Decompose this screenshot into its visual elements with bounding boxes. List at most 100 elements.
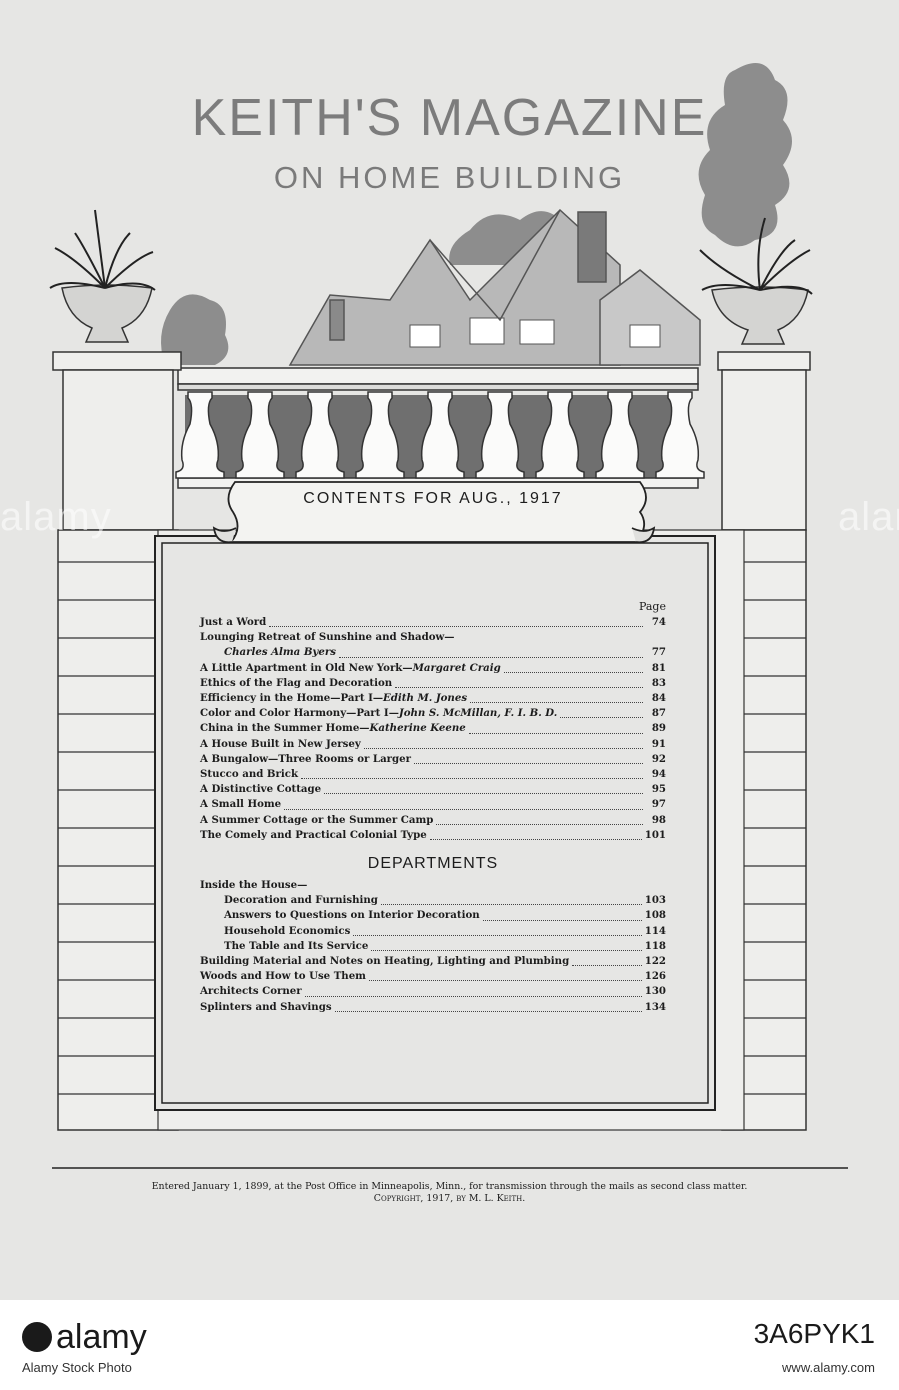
toc-entry-title: A Summer Cottage or the Summer Camp (200, 813, 434, 826)
department-entry-page: 118 (644, 939, 666, 952)
department-entry-title: Household Economics (224, 924, 351, 937)
stock-logo[interactable]: alamy (22, 1318, 147, 1357)
toc-entry: A Small Home 97 (200, 797, 666, 812)
toc-entry-page: 97 (651, 798, 666, 811)
stock-photo-bar (0, 1300, 899, 1390)
toc-entry-page: 77 (651, 646, 666, 659)
toc-entry: A Distinctive Cottage 95 (200, 782, 666, 797)
department-entry: Building Material and Notes on Heating, … (200, 954, 666, 969)
toc-entry: Lounging Retreat of Sunshine and Shadow— (200, 630, 666, 645)
toc-leader (353, 934, 642, 936)
contents-heading: CONTENTS FOR AUG., 1917 (303, 490, 563, 507)
magazine-title: KEITH'S MAGAZINE (191, 89, 708, 147)
toc-entry: Efficiency in the Home—Part I—Edith M. J… (200, 691, 666, 706)
cover-illustration (49, 62, 848, 1169)
toc-entry-page: 89 (651, 722, 666, 735)
toc-entry: Color and Color Harmony—Part I—John S. M… (200, 706, 666, 721)
department-list: Inside the House—Decoration and Furnishi… (200, 878, 666, 1015)
entry-note: Entered January 1, 1899, at the Post Off… (151, 1181, 748, 1192)
contents-banner-scroll (212, 481, 656, 544)
house-illustration (288, 208, 701, 366)
toc-leader (395, 687, 643, 689)
toc-entry-title: A Little Apartment in Old New York— (200, 661, 413, 674)
toc-entry-page: 92 (651, 752, 666, 765)
left-plant-icon (49, 209, 156, 291)
toc-leader (324, 793, 643, 795)
toc-entry-title: China in the Summer Home— (200, 722, 370, 735)
toc-leader (363, 747, 643, 749)
toc-leader (368, 980, 642, 982)
toc-leader (414, 763, 643, 765)
stock-url[interactable]: www.alamy.com (782, 1360, 875, 1375)
toc-entry: The Comely and Practical Colonial Type 10… (200, 828, 666, 843)
toc-entry-page: 87 (651, 707, 666, 720)
image-id: 3A6PYK1 (753, 1318, 875, 1349)
toc-entry-page: 91 (651, 737, 666, 750)
department-entry: Woods and How to Use Them 126 (200, 969, 666, 984)
department-entry-page: 126 (644, 970, 666, 983)
toc-entry-title: A Bungalow—Three Rooms or Larger (200, 752, 412, 765)
toc-entry-page: 83 (651, 676, 666, 689)
magazine-subtitle: ON HOME BUILDING (273, 160, 626, 195)
balustrade (175, 367, 705, 489)
watermark-left: alamy (0, 495, 112, 539)
toc-leader (304, 995, 642, 997)
toc-entry: A Summer Cottage or the Summer Camp 98 (200, 813, 666, 828)
magazine-page: KEITH'S MAGAZINE ON HOME BUILDING CONTEN… (0, 0, 899, 1300)
toc-entry-page: 95 (651, 783, 666, 796)
toc-entry-author: Katherine Keene (369, 722, 466, 735)
toc-leader (371, 950, 642, 952)
toc-entry-page: 84 (651, 692, 666, 705)
toc-entry-title: A Distinctive Cottage (200, 783, 322, 796)
toc-entry-title: Color and Color Harmony—Part I— (200, 707, 399, 720)
department-entry-title: Architects Corner (200, 985, 302, 998)
toc-entry-page: 81 (651, 661, 666, 674)
toc-leader (334, 1010, 642, 1012)
toc-entry: A House Built in New Jersey 91 (200, 737, 666, 752)
department-entry-title: Splinters and Shavings (200, 1000, 332, 1013)
right-plant-icon (699, 217, 813, 295)
stock-caption: Alamy Stock Photo (22, 1360, 132, 1375)
copyright-line: Copyright, 1917, by M. L. Keith. (373, 1193, 526, 1204)
stock-logo-text: alamy (56, 1318, 147, 1356)
toc-leader (380, 904, 642, 906)
department-entry-title: Decoration and Furnishing (224, 894, 378, 907)
department-entry-title: The Table and Its Service (224, 939, 369, 952)
toc-entry: China in the Summer Home—Katherine Keene… (200, 721, 666, 736)
contents-frame-inner (161, 542, 709, 1104)
toc-entry-page: 94 (651, 768, 666, 781)
toc-entry-title: A Small Home (200, 798, 282, 811)
toc-leader (468, 732, 643, 734)
department-entry-page: 108 (644, 909, 666, 922)
department-entry-title: Answers to Questions on Interior Decorat… (224, 909, 480, 922)
department-entry: Decoration and Furnishing 103 (200, 893, 666, 908)
toc-entry-title: Lounging Retreat of Sunshine and Shadow— (200, 631, 455, 644)
toc-entry-author: John S. McMillan, F. I. B. D. (398, 707, 558, 720)
department-entry-page: 130 (644, 985, 666, 998)
department-entry: Architects Corner 130 (200, 984, 666, 999)
toc-entry-page: 101 (644, 828, 666, 841)
toc-entry: A Bungalow—Three Rooms or Larger 92 (200, 752, 666, 767)
toc-entry-title: Just a Word (200, 616, 267, 628)
toc-entry-title: Efficiency in the Home—Part I— (200, 692, 384, 705)
department-entry-title: Inside the House— (200, 879, 308, 892)
toc-entry-page: 98 (651, 813, 666, 826)
department-entry-page: 103 (644, 894, 666, 907)
department-entry-title: Woods and How to Use Them (200, 970, 366, 983)
toc-leader (470, 702, 643, 704)
toc-entry: Stucco and Brick 94 (200, 767, 666, 782)
department-entry-page: 122 (644, 955, 666, 968)
department-entry: Inside the House— (200, 878, 666, 893)
toc-leader (436, 823, 643, 825)
department-entry: Splinters and Shavings 134 (200, 1000, 666, 1015)
toc-entry-title: A House Built in New Jersey (200, 737, 361, 750)
toc-entry-title: The Comely and Practical Colonial Type (200, 828, 427, 841)
toc-leader (269, 626, 643, 628)
department-entry-page: 134 (644, 1000, 666, 1013)
department-entry-page: 114 (644, 924, 666, 937)
toc-entry-title: Stucco and Brick (200, 768, 299, 781)
toc-entry-author: Edith M. Jones (383, 692, 468, 705)
